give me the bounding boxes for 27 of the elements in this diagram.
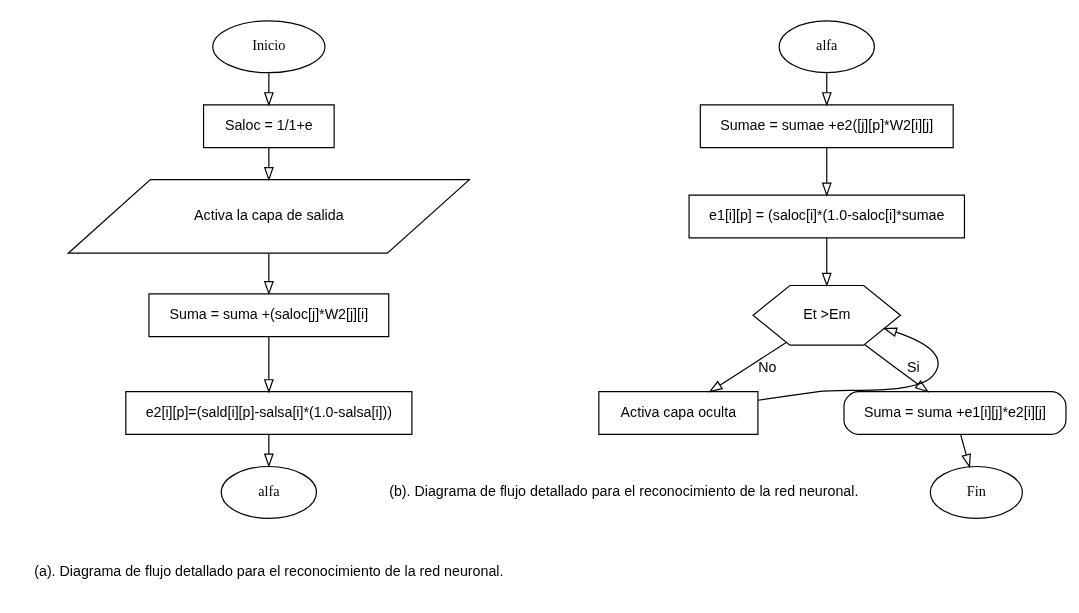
- arrow: [821, 236, 832, 287]
- node-box: Saloc = 1/1+e: [202, 103, 335, 148]
- node-box: e1[i][p] = (saloc[i]*(1.0-saloc[i]*sumae: [688, 193, 966, 238]
- edge-label: Si: [907, 358, 920, 375]
- node-box: Sumae = sumae +e2([j][p]*W2[i][j]: [699, 103, 954, 148]
- arrow: [263, 252, 274, 295]
- node-ellipse: Fin: [929, 465, 1023, 519]
- arrow: [757, 327, 939, 401]
- arrow: [863, 343, 930, 393]
- arrow: [263, 433, 274, 468]
- node-box: Activa capa oculta: [598, 390, 759, 435]
- arrow: [821, 146, 832, 197]
- node-box: Suma = suma +e1[i][j]*e2[i][j]: [843, 390, 1067, 435]
- label: (b). Diagrama de flujo detallado para el reconocimiento de la red neuronal.: [389, 482, 859, 499]
- node-ellipse: Inicio: [212, 19, 326, 73]
- node-ellipse: alfa: [220, 465, 318, 519]
- node-box: Suma = suma +(saloc[j]*W2[j][i]: [148, 292, 390, 337]
- edge-label: No: [758, 358, 777, 375]
- arrow: [708, 341, 787, 393]
- node-ellipse: alfa: [778, 19, 875, 73]
- arrow: [263, 72, 274, 106]
- node-box: e2[i][p]=(sald[i][p]-salsa[i]*(1.0-salsa[i])): [125, 390, 413, 435]
- label: (a). Diagrama de flujo detallado para el reconocimiento de la red neuronal.: [34, 562, 504, 579]
- arrow: [263, 146, 274, 181]
- arrow: [821, 72, 832, 106]
- arrow: [263, 335, 274, 393]
- arrow: [959, 433, 971, 468]
